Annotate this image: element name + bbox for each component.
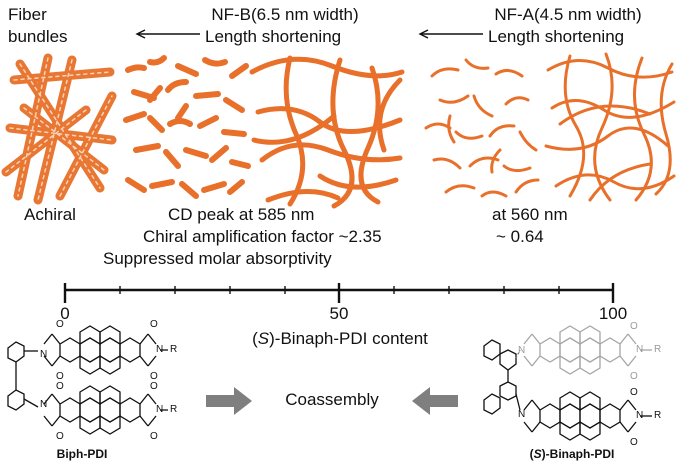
nfb-arrow (135, 29, 200, 39)
axis-label-suffix: )-Binaph-PDI content (269, 329, 428, 348)
nfa-short-fibers-illustration (424, 58, 540, 198)
biph-n-lower: N (40, 399, 48, 410)
biph-o-5: O (150, 319, 158, 330)
biph-o-7: O (150, 381, 158, 392)
amplification-caption: Chiral amplification factor ~2.35 (143, 227, 382, 246)
binaph-name-suffix: )-Binaph-PDI (541, 447, 615, 461)
cd-peak-caption: CD peak at 585 nm (168, 205, 315, 224)
biph-o-3: O (56, 381, 64, 392)
binaph-r-upper: R (654, 344, 662, 355)
right-gray-arrow (412, 387, 458, 415)
nfb-long-fibers-illustration (249, 55, 405, 209)
binaph-pdi-name: (S)-Binaph-PDI (530, 448, 615, 460)
scale-tick-100: 100 (598, 304, 628, 323)
biph-o-2: O (56, 371, 64, 382)
content-scale-bar (63, 283, 615, 303)
biph-pdi-structure (7, 325, 168, 435)
binaph-n-upper: N (518, 345, 526, 356)
biph-n-upper: N (40, 349, 48, 360)
binaph-pdi-structure (483, 325, 652, 441)
binaph-name-prefix: ( (529, 447, 534, 461)
biph-r-lower: R (170, 404, 178, 415)
nfa-title: NF-A(4.5 nm width) (494, 5, 642, 24)
nfa-arrow-label: Length shortening (488, 27, 625, 46)
nfa-long-fibers-illustration (544, 52, 676, 202)
biph-r-upper: R (170, 344, 178, 355)
binaph-n-right-lower: N (636, 410, 644, 421)
binaph-n-lower: N (518, 409, 526, 420)
binaph-name-italic: S (533, 447, 542, 461)
scale-tick-50: 50 (329, 304, 349, 323)
nfa-arrow (418, 29, 483, 39)
biph-o-6: O (150, 371, 158, 382)
achiral-caption: Achiral (24, 205, 76, 224)
binaph-o-1: O (630, 321, 638, 332)
left-gray-arrow (206, 387, 252, 415)
scale-axis-label: (S)-Binaph-PDI content (252, 330, 428, 347)
biph-n-right-lower: N (156, 404, 164, 415)
fiber-bundles-illustration (1, 53, 117, 205)
nfb-title: NF-B(6.5 nm width) (211, 5, 359, 24)
biph-pdi-name: Biph-PDI (56, 447, 108, 461)
biph-o-1: O (56, 319, 64, 330)
nfb-short-fibers-illustration (123, 55, 251, 199)
axis-label-italic: S (257, 329, 270, 348)
binaph-o-3: O (630, 387, 638, 398)
at-560-caption: at 560 nm (492, 205, 568, 224)
nfb-arrow-label: Length shortening (205, 27, 342, 46)
binaph-o-2: O (630, 371, 638, 382)
fiber-bundles-label-line2: bundles (8, 27, 68, 46)
coassembly-label: Coassembly (285, 390, 379, 409)
absorptivity-caption: Suppressed molar absorptivity (103, 249, 332, 268)
binaph-o-4: O (630, 437, 638, 448)
binaph-r-lower: R (654, 410, 662, 421)
fiber-bundles-label-line1: Fiber (8, 5, 47, 24)
biph-o-4: O (56, 431, 64, 442)
binaph-n-right-upper: N (636, 344, 644, 355)
biph-o-8: O (150, 431, 158, 442)
biph-n-right-upper: N (156, 344, 164, 355)
factor-064-caption: ~ 0.64 (496, 227, 544, 246)
axis-label-prefix: ( (252, 329, 258, 348)
scale-tick-0: 0 (60, 304, 70, 323)
